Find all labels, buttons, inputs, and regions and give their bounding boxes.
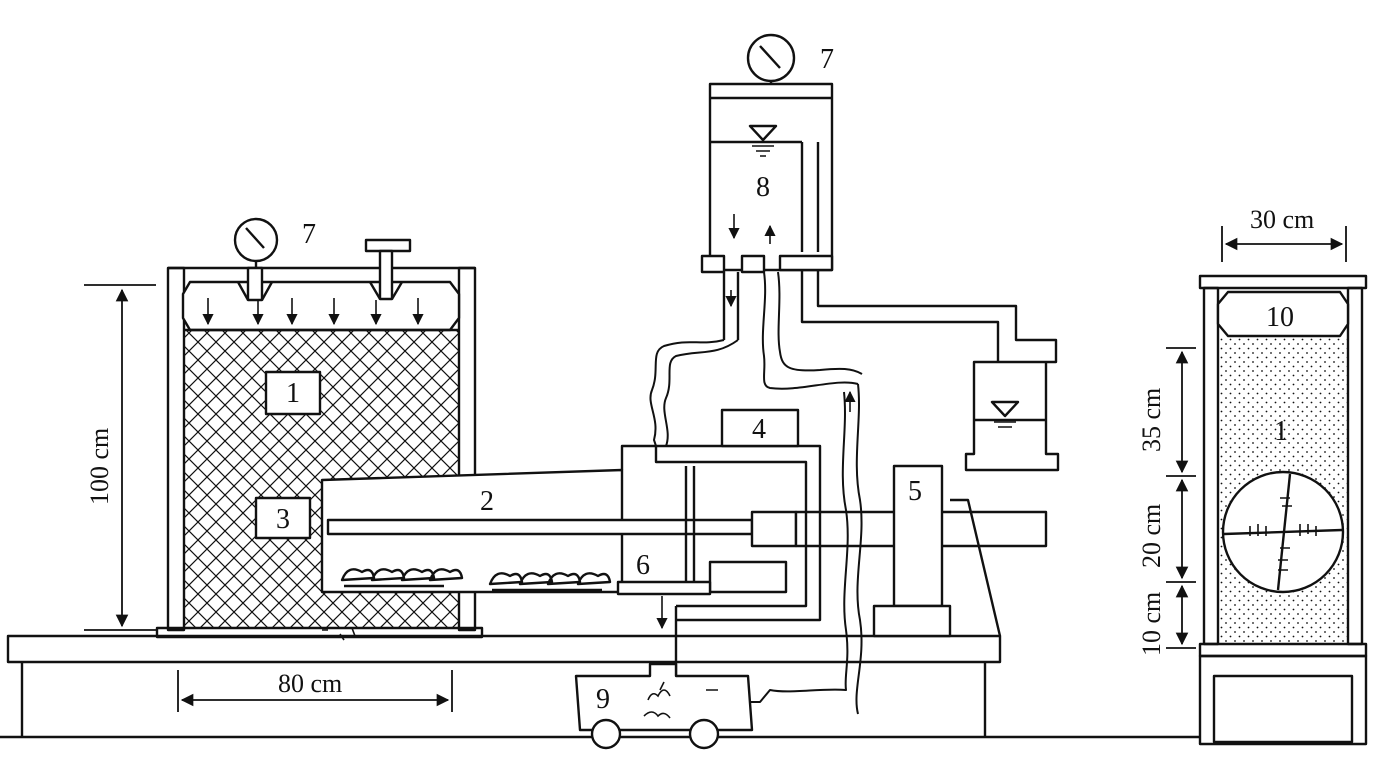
label-gauge-top: 7	[302, 219, 316, 250]
label-box-soil: 1	[264, 370, 322, 416]
label-base-depth: 10 cm	[1137, 592, 1166, 656]
label-tunnel-diameter: 20 cm	[1137, 504, 1166, 568]
dimension-section-width: 30 cm	[1221, 205, 1347, 262]
shield-machine: 2	[320, 466, 1048, 594]
support-frame: 5	[872, 464, 1002, 638]
label-gauge-tank: 7	[820, 44, 834, 75]
drive-housing: 4	[620, 408, 822, 622]
water-tank: 8	[700, 82, 834, 274]
label-section-width: 30 cm	[1250, 205, 1314, 234]
label-cover-depth: 35 cm	[1137, 388, 1166, 452]
label-shield-machine: 2	[480, 486, 494, 517]
label-tank-width: 80 cm	[278, 669, 342, 698]
label-face-chamber: 3	[276, 504, 290, 535]
dimension-tank-height: 100 cm	[84, 284, 156, 631]
spoil-blobs	[340, 568, 612, 592]
label-spoil-cart: 9	[596, 684, 610, 715]
pressure-gauge-icon	[233, 217, 279, 268]
water-pipes	[649, 271, 863, 715]
dimension-tank-width: 80 cm	[177, 669, 453, 712]
label-tank-height: 100 cm	[85, 428, 114, 505]
label-water-tank: 8	[756, 172, 770, 203]
pressure-gauge-icon	[746, 33, 796, 84]
label-soil-tank: 1	[286, 378, 300, 409]
overflow-reservoir	[800, 270, 1060, 472]
screw-conveyor: 6	[616, 550, 712, 630]
cross-section: 10 1	[1198, 274, 1368, 746]
label-support-frame: 5	[908, 476, 922, 507]
spoil-cart: 9	[574, 662, 754, 750]
label-section-cap: 10	[1266, 302, 1294, 333]
label-drive-unit: 4	[752, 414, 766, 445]
dimension-section-depths: 35 cm 20 cm 10 cm	[1137, 347, 1196, 656]
label-section-soil: 1	[1274, 416, 1288, 447]
label-screw-conveyor: 6	[636, 550, 650, 581]
label-box-face: 3	[254, 496, 312, 540]
